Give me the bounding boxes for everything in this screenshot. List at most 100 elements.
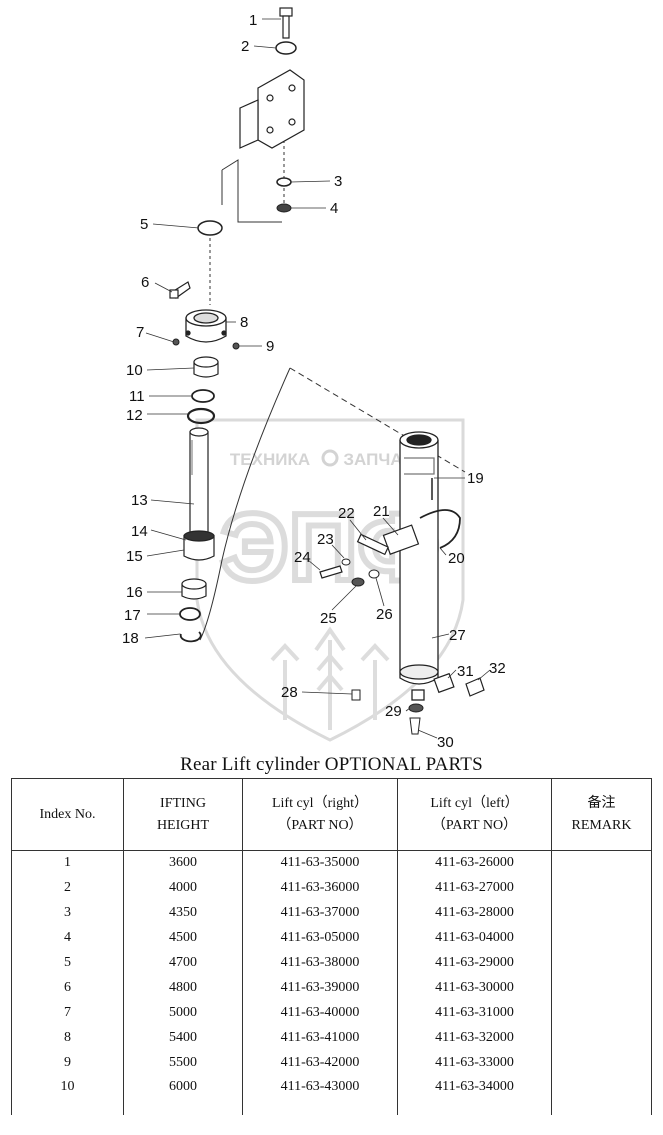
cell-left-part: 411-63-34000 xyxy=(397,1075,552,1115)
table-row: 2 4000 411-63-36000 411-63-27000 xyxy=(11,875,652,901)
callout-17: 17 xyxy=(124,607,141,624)
callout-15: 15 xyxy=(126,548,143,565)
callout-16: 16 xyxy=(126,584,143,601)
table-row: 10 6000 411-63-43000 411-63-34000 xyxy=(11,1075,652,1115)
bolt-part-6 xyxy=(169,281,191,299)
callout-21: 21 xyxy=(373,503,390,520)
cell-remark xyxy=(551,1075,652,1115)
snap-ring-part-18 xyxy=(179,631,202,643)
page-title: Rear Lift cylinder OPTIONAL PARTS xyxy=(180,754,483,775)
cell-left-part: 411-63-29000 xyxy=(397,950,552,976)
callout-11: 11 xyxy=(129,388,145,405)
bolt-part-1 xyxy=(279,7,293,39)
callout-19: 19 xyxy=(467,470,484,487)
watermark-text-left: ТЕХНИКА xyxy=(230,450,310,469)
cell-remark xyxy=(551,850,652,876)
cell-remark xyxy=(551,1050,652,1076)
cell-left-part: 411-63-04000 xyxy=(397,925,552,951)
cell-remark xyxy=(551,1000,652,1026)
cylinder-tube-part-27 xyxy=(399,431,439,701)
washer-part-29 xyxy=(408,703,424,713)
fitting-part-31 xyxy=(433,672,455,694)
cell-height: 4000 xyxy=(123,875,243,901)
cell-right-part: 411-63-39000 xyxy=(242,975,398,1001)
grease-nipple-part-30 xyxy=(409,717,421,735)
header-index: Index No. xyxy=(11,778,124,851)
callout-6: 6 xyxy=(141,274,149,291)
cell-index: 1 xyxy=(11,850,124,876)
table-row: 6 4800 411-63-39000 411-63-30000 xyxy=(11,975,652,1001)
cell-right-part: 411-63-37000 xyxy=(242,900,398,926)
callout-9: 9 xyxy=(266,338,274,355)
cell-left-part: 411-63-26000 xyxy=(397,850,552,876)
callout-10: 10 xyxy=(126,362,143,379)
gear-icon xyxy=(321,449,339,467)
cell-remark xyxy=(551,875,652,901)
callout-26: 26 xyxy=(376,606,393,623)
callout-7: 7 xyxy=(136,324,144,341)
cell-index: 3 xyxy=(11,900,124,926)
bushing-part-16 xyxy=(181,578,207,600)
callout-32: 32 xyxy=(489,660,506,677)
table-row: 5 4700 411-63-38000 411-63-29000 xyxy=(11,950,652,976)
nut-part-3 xyxy=(276,177,292,187)
cell-left-part: 411-63-33000 xyxy=(397,1050,552,1076)
callout-8: 8 xyxy=(240,314,248,331)
cell-height: 5000 xyxy=(123,1000,243,1026)
ring-part-17 xyxy=(179,607,201,621)
shield-icon xyxy=(195,418,465,742)
callout-22: 22 xyxy=(338,505,355,522)
parts-table: Index No. IFTING HEIGHT Lift cyl（right） … xyxy=(11,778,652,1115)
callout-numbers: 1 2 3 4 5 6 7 8 9 10 11 12 13 14 15 16 1… xyxy=(122,12,506,751)
cell-right-part: 411-63-35000 xyxy=(242,850,398,876)
u-bolt-part-20 xyxy=(419,509,461,549)
cell-index: 6 xyxy=(11,975,124,1001)
callout-20: 20 xyxy=(448,550,465,567)
cell-right-part: 411-63-41000 xyxy=(242,1025,398,1051)
cell-height: 5500 xyxy=(123,1050,243,1076)
cell-height: 6000 xyxy=(123,1075,243,1115)
rod-part-13 xyxy=(189,427,209,537)
cell-height: 4500 xyxy=(123,925,243,951)
cell-right-part: 411-63-42000 xyxy=(242,1050,398,1076)
callout-30: 30 xyxy=(437,734,454,751)
nut-part-25 xyxy=(351,577,365,587)
callout-12: 12 xyxy=(126,407,143,424)
cell-index: 7 xyxy=(11,1000,124,1026)
callout-31: 31 xyxy=(457,663,474,680)
bushing-part-10 xyxy=(193,356,219,378)
cell-height: 4350 xyxy=(123,900,243,926)
piston-part-14 xyxy=(183,530,215,561)
callout-1: 1 xyxy=(249,12,257,29)
cell-index: 8 xyxy=(11,1025,124,1051)
bolt-part-32 xyxy=(465,677,485,697)
nut-part-4 xyxy=(276,203,292,213)
screw-part-9 xyxy=(232,342,240,350)
oring-part-5 xyxy=(197,220,223,236)
washer-part-26 xyxy=(368,569,380,579)
cell-height: 5400 xyxy=(123,1025,243,1051)
header-lift-cyl-left: Lift cyl（left） （PART NO） xyxy=(397,778,552,851)
cell-index: 10 xyxy=(11,1075,124,1115)
exploded-parts-diagram: ТЕХНИКА ЗАПЧАСТИ ЭПФ xyxy=(122,7,506,751)
cell-left-part: 411-63-27000 xyxy=(397,875,552,901)
gland-part-8 xyxy=(185,309,227,343)
cell-height: 4800 xyxy=(123,975,243,1001)
cell-right-part: 411-63-36000 xyxy=(242,875,398,901)
cell-right-part: 411-63-05000 xyxy=(242,925,398,951)
callout-29: 29 xyxy=(385,703,402,720)
cell-left-part: 411-63-31000 xyxy=(397,1000,552,1026)
fitting-part-28 xyxy=(351,689,361,701)
cell-remark xyxy=(551,975,652,1001)
bolt-part-24 xyxy=(319,565,343,579)
callout-24: 24 xyxy=(294,549,311,566)
table-row: 1 3600 411-63-35000 411-63-26000 xyxy=(11,850,652,876)
cell-left-part: 411-63-28000 xyxy=(397,900,552,926)
table-row: 7 5000 411-63-40000 411-63-31000 xyxy=(11,1000,652,1026)
callout-27: 27 xyxy=(449,627,466,644)
washer-part-23 xyxy=(341,558,351,566)
table-row: 8 5400 411-63-41000 411-63-32000 xyxy=(11,1025,652,1051)
cell-height: 4700 xyxy=(123,950,243,976)
callout-18: 18 xyxy=(122,630,139,647)
cell-remark xyxy=(551,1025,652,1051)
